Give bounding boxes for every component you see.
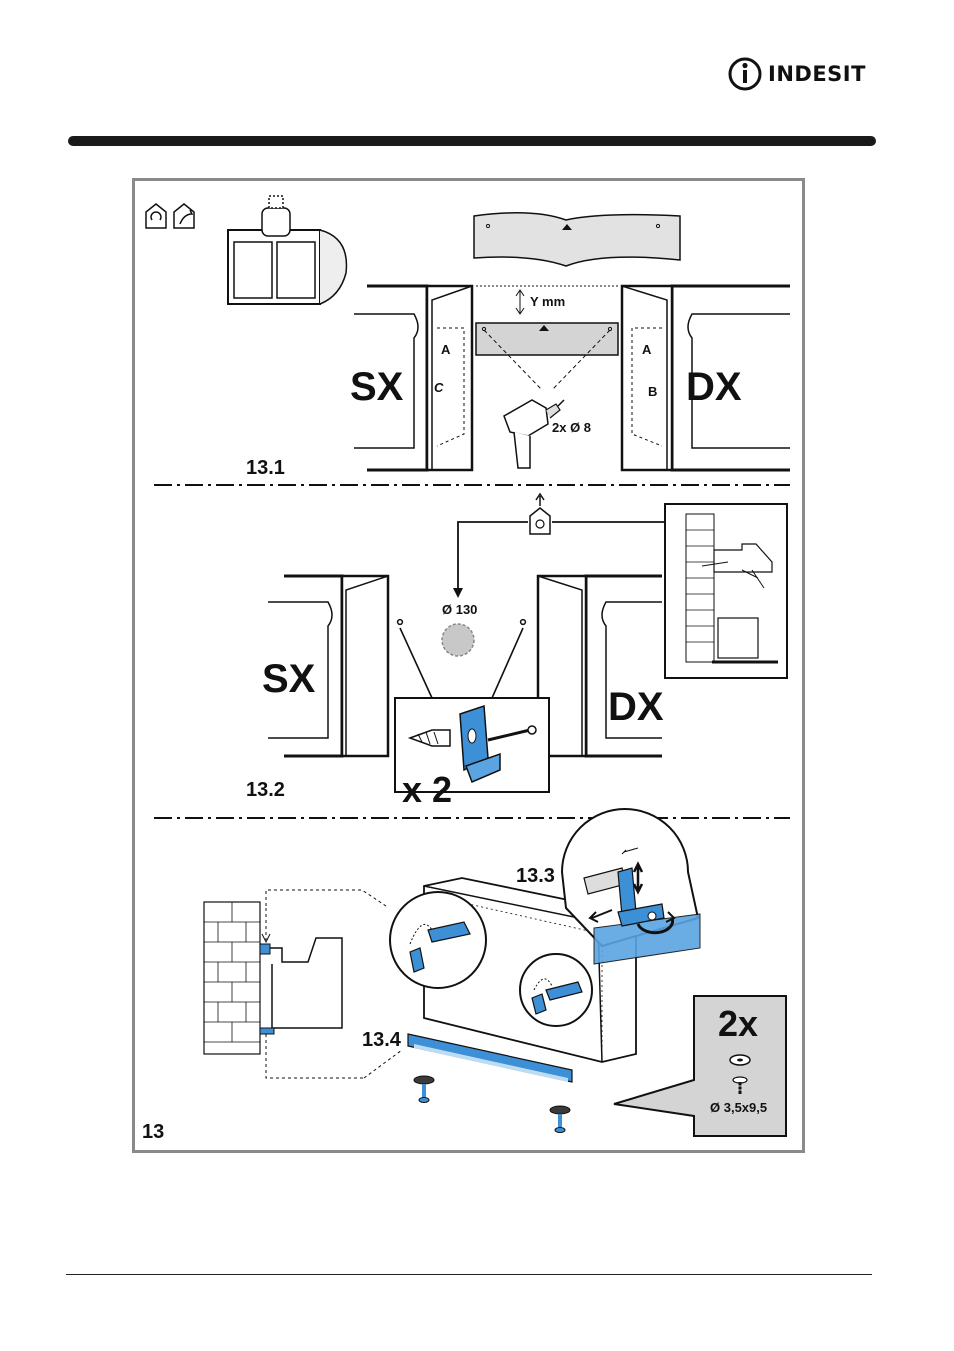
installation-figure: SX A C DX A B Y mm 2x Ø	[132, 178, 805, 1153]
drilling-template	[473, 212, 681, 267]
template-on-wall	[475, 322, 619, 356]
screw-right	[549, 1105, 571, 1133]
brick-wall-side-view	[203, 901, 364, 1079]
fixing-quantity-label: x 2	[402, 769, 452, 810]
dx-label-13-1: DX	[686, 365, 742, 409]
step-13-3-13-4-panel: 13.3 13.4 2x	[142, 808, 787, 1143]
step-number-13-2: 13.2	[246, 779, 285, 801]
wall-plug-icon	[407, 729, 451, 747]
recirculation-house-icon	[145, 203, 167, 229]
right-cabinet-13-2	[536, 574, 662, 758]
letter-a-right: A	[642, 342, 652, 357]
letter-b-right: B	[648, 384, 657, 399]
letter-a-left: A	[441, 342, 451, 357]
step-number-13-1: 13.1	[246, 457, 285, 479]
figure-number: 13	[142, 1121, 164, 1143]
hardware-callout	[613, 995, 787, 1137]
step-number-13-3: 13.3	[516, 865, 555, 887]
step-13-1-panel: SX A C DX A B Y mm 2x Ø	[145, 195, 790, 479]
duct-diameter-label: Ø 130	[442, 602, 477, 617]
screw-left	[413, 1075, 435, 1103]
step-13-2-panel: Ø 130 SX DX	[246, 492, 788, 810]
screw-icon	[487, 725, 537, 742]
dx-label-13-2: DX	[608, 685, 664, 729]
duct-hole	[441, 623, 475, 657]
figure-canvas: SX A C DX A B Y mm 2x Ø	[132, 178, 805, 1153]
brand-name: INDESIT	[768, 62, 866, 86]
hardware-quantity-label: 2x	[718, 1003, 758, 1044]
brand-i-icon	[728, 57, 762, 91]
small-screw-icon	[732, 1076, 748, 1094]
bracket-icon	[459, 704, 501, 783]
left-cabinet-13-2	[268, 574, 390, 758]
footer-rule	[66, 1274, 872, 1275]
ducted-exhaust-icon	[529, 492, 551, 535]
drill-icon	[503, 399, 565, 469]
screw-size-label: Ø 3,5x9,5	[710, 1100, 767, 1115]
side-view-inset	[664, 503, 788, 679]
distance-y-label: Y mm	[530, 294, 565, 309]
right-cabinet-13-1	[620, 284, 790, 472]
ducted-house-icon	[173, 203, 195, 229]
drill-size-label: 2x Ø 8	[552, 420, 591, 435]
sx-label-13-2: SX	[262, 657, 316, 701]
step-number-13-4: 13.4	[362, 1029, 402, 1051]
adjustment-detail	[560, 808, 701, 965]
washer-icon	[729, 1054, 751, 1066]
sx-label-13-1: SX	[350, 365, 404, 409]
letter-c-left: C	[434, 380, 444, 395]
brand-logo: INDESIT	[728, 56, 866, 92]
cabinet-illustration	[227, 195, 348, 305]
header-rule	[68, 136, 876, 146]
left-cabinet-13-1	[354, 284, 474, 472]
